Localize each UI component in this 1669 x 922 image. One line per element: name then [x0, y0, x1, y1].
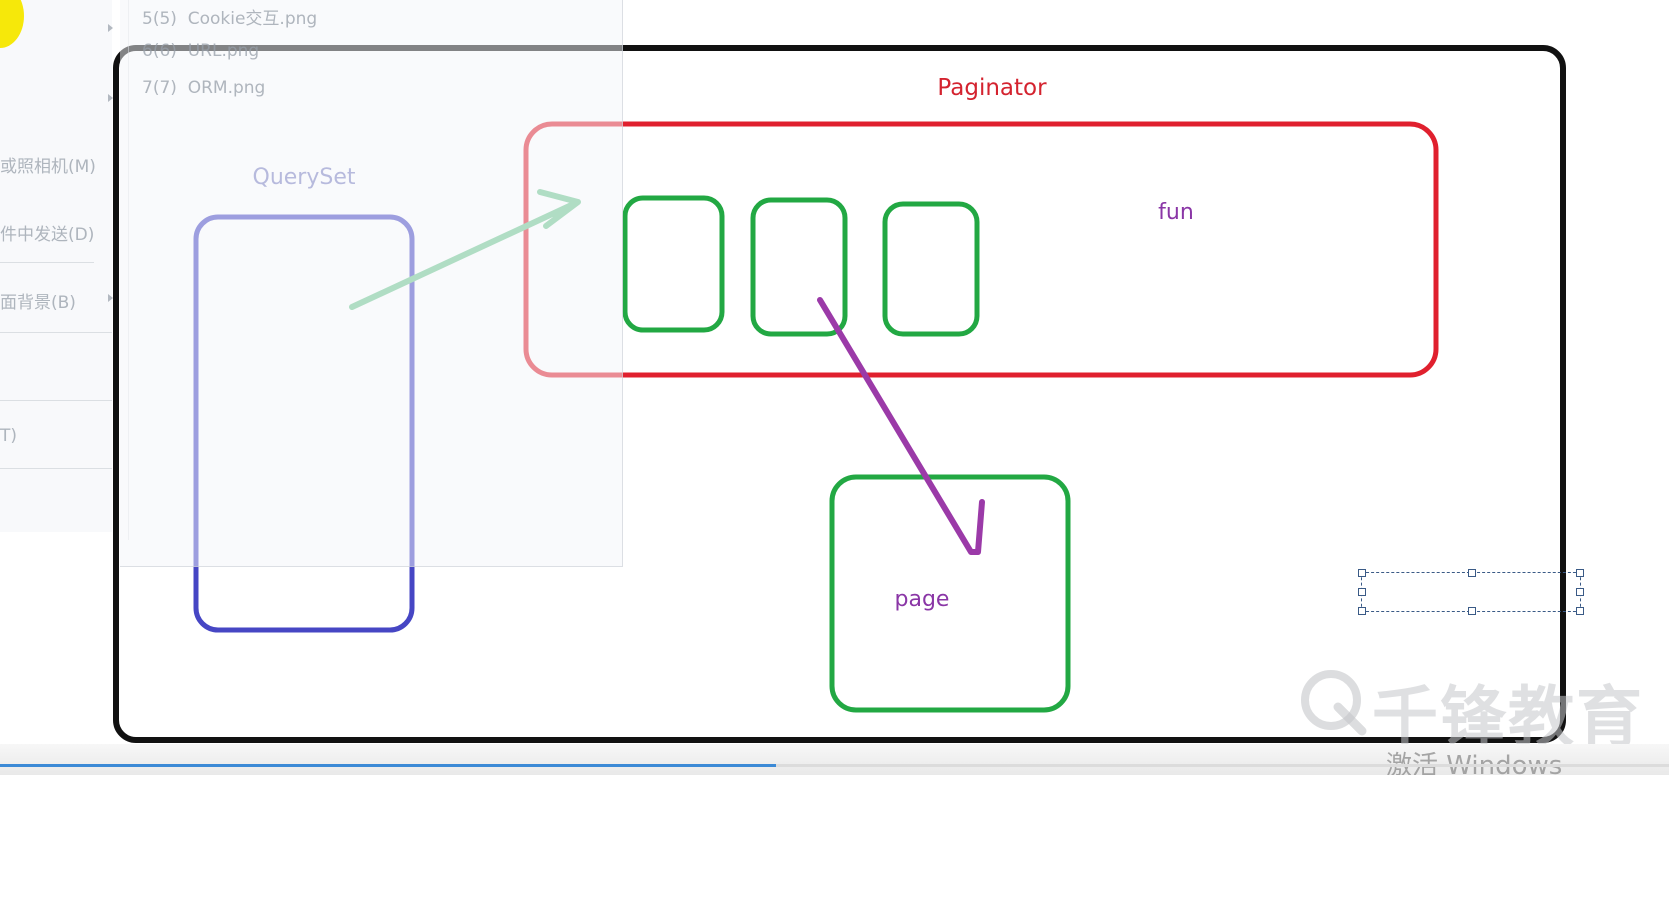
recent-file-item[interactable]: 5(5) Cookie交互.png	[142, 4, 317, 29]
resize-handle-e[interactable]	[1576, 588, 1584, 596]
menu-item-background[interactable]: 面背景(B)	[0, 293, 76, 313]
submenu-arrow-icon	[108, 294, 113, 302]
resize-handle-w[interactable]	[1358, 588, 1366, 596]
page-box	[829, 474, 1071, 713]
menu-item-camera[interactable]: 或照相机(M)	[0, 157, 96, 177]
menu-divider	[0, 468, 112, 469]
paginator-box	[523, 121, 1439, 378]
menu-item-send[interactable]: 件中发送(D)	[0, 225, 95, 245]
recent-file-item[interactable]: 7(7) ORM.png	[142, 78, 265, 98]
menu-divider	[0, 262, 94, 263]
brand-watermark: 千锋教育	[1372, 679, 1644, 756]
menu-divider	[0, 400, 112, 401]
watermark-logo-icon	[1301, 670, 1367, 736]
recent-file-number: 6(6)	[142, 41, 177, 61]
page-slot-3	[882, 201, 980, 337]
context-menu-left-panel: 或照相机(M) 件中发送(D) 面背景(B) T)	[0, 0, 113, 532]
cursor-highlight	[0, 0, 24, 48]
menu-divider	[0, 332, 112, 333]
resize-handle-n[interactable]	[1468, 569, 1476, 577]
video-progress-fill	[0, 764, 777, 767]
resize-handle-s[interactable]	[1468, 607, 1476, 615]
selected-text-box[interactable]	[1358, 569, 1584, 615]
activate-windows-notice: 激活 Windows	[1386, 751, 1563, 775]
drawing-canvas[interactable]: Paginator QuerySet fun page 或照相机(M) 件中发送…	[0, 0, 1669, 775]
recent-file-item[interactable]: 6(6) URL.png	[142, 41, 259, 61]
arrow-slot-to-page	[817, 297, 985, 555]
context-menu-recent-files: 5(5) Cookie交互.png 6(6) URL.png 7(7) ORM.…	[120, 0, 623, 567]
fun-label: fun	[1158, 200, 1194, 225]
resize-handle-se[interactable]	[1576, 607, 1584, 615]
recent-file-name: URL.png	[187, 41, 260, 61]
player-bottom-bar	[0, 744, 1669, 775]
recent-file-number: 7(7)	[142, 78, 177, 98]
resize-handle-sw[interactable]	[1358, 607, 1366, 615]
submenu-arrow-icon	[108, 24, 113, 32]
page-slot-1	[622, 195, 725, 333]
outer-frame	[113, 45, 1566, 743]
submenu-arrow-icon	[108, 94, 113, 102]
resize-handle-ne[interactable]	[1576, 569, 1584, 577]
recent-file-name: Cookie交互.png	[187, 9, 318, 29]
recent-file-number: 5(5)	[142, 9, 177, 29]
resize-handle-nw[interactable]	[1358, 569, 1366, 577]
recent-file-name: ORM.png	[187, 78, 266, 98]
page-slot-2	[750, 197, 848, 337]
paginator-label: Paginator	[937, 75, 1047, 101]
video-progress-bar[interactable]	[0, 764, 1669, 767]
menu-item-t[interactable]: T)	[0, 426, 18, 446]
page-label: page	[895, 587, 950, 612]
